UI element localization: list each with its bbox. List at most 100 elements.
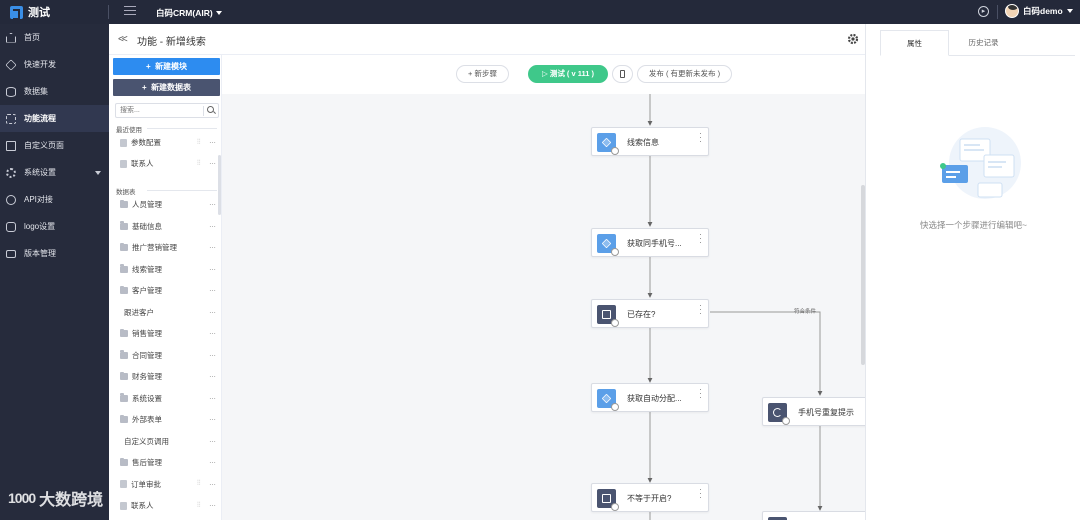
cube-icon <box>5 58 17 71</box>
more-icon[interactable]: ··· <box>209 436 216 446</box>
top-divider <box>108 5 109 19</box>
more-icon[interactable]: ··· <box>209 138 216 147</box>
chevron-down-icon <box>95 171 101 175</box>
more-icon[interactable]: ··· <box>209 159 216 168</box>
chevron-down-icon <box>215 11 222 15</box>
more-vertical-icon[interactable]: ··· <box>699 229 702 247</box>
list-item[interactable]: 联系人⫶⫶··· <box>109 495 219 516</box>
filter-sliders-icon[interactable]: ⫶⫶ <box>197 159 201 167</box>
more-icon[interactable]: ··· <box>209 264 216 274</box>
list-item-label: 订单审批 <box>131 479 161 489</box>
list-item[interactable]: 客户管理··· <box>109 280 219 301</box>
search-input[interactable] <box>116 104 196 117</box>
search-divider <box>203 106 204 116</box>
gear-icon[interactable] <box>847 33 859 45</box>
filter-sliders-icon[interactable]: ⫶⫶ <box>197 501 201 509</box>
tab-history[interactable]: 历史记录 <box>968 38 999 47</box>
more-vertical-icon[interactable]: ··· <box>699 128 702 146</box>
sidebar-item-logo-settings[interactable]: logo设置 <box>0 213 109 240</box>
publish-button[interactable]: 发布 ( 有更新未发布 ) <box>637 65 732 83</box>
sidebar-item-home[interactable]: 首页 <box>0 24 109 51</box>
sidebar-item-system-settings[interactable]: 系统设置 <box>0 159 109 186</box>
list-item[interactable]: 推广营销管理··· <box>109 237 219 258</box>
flow-node[interactable]: 禁止提交··· <box>762 511 865 520</box>
more-icon[interactable]: ··· <box>209 415 216 424</box>
sidebar-item-version[interactable]: 版本管理 <box>0 240 109 267</box>
list-item[interactable]: 销售管理 ··· <box>109 323 219 344</box>
folder-icon <box>120 242 128 251</box>
collapse-back-icon[interactable]: << <box>118 34 128 45</box>
flow-node[interactable]: 获取同手机号...··· <box>591 228 709 257</box>
logo-icon <box>6 221 16 232</box>
list-item[interactable]: 联系人⫶⫶··· <box>109 153 219 174</box>
test-button[interactable]: ▷ 测试 ( v 111 ) <box>528 65 608 83</box>
list-item[interactable]: 基础信息··· <box>109 216 219 237</box>
sidebar-item-api[interactable]: API对接 <box>0 186 109 213</box>
more-icon[interactable]: ··· <box>209 329 216 338</box>
folder-icon <box>120 221 128 230</box>
more-vertical-icon[interactable]: ··· <box>699 300 702 318</box>
app-selector[interactable]: 白码CRM(AIR) <box>156 7 222 19</box>
list-item[interactable]: 合同管理··· <box>109 345 219 366</box>
flow-canvas[interactable]: + 新步骤 ▷ 测试 ( v 111 ) 发布 ( 有更新未发布 ) <box>222 55 865 520</box>
scrollbar[interactable] <box>218 155 221 215</box>
list-item-label: 外部表单 <box>132 415 162 424</box>
more-icon[interactable]: ··· <box>209 286 216 295</box>
filter-sliders-icon[interactable]: ⫶⫶ <box>197 480 201 487</box>
list-item[interactable]: 参数配置⫶⫶··· <box>109 132 219 153</box>
more-icon[interactable]: ··· <box>209 221 216 231</box>
list-item[interactable]: 订单审批 ⫶⫶ ··· <box>109 474 219 495</box>
flow-node[interactable]: 已存在?··· <box>591 299 709 328</box>
sidebar-item-custom-page[interactable]: 自定义页面 <box>0 132 109 159</box>
empty-state-text: 快选择一个步骤进行编辑吧~ <box>920 220 1027 230</box>
more-icon[interactable]: ··· <box>209 458 216 467</box>
new-module-button[interactable]: + 新建模块 <box>113 58 220 75</box>
filter-sliders-icon[interactable]: ⫶⫶ <box>197 138 201 146</box>
more-icon[interactable]: ··· <box>209 307 216 317</box>
scrollbar[interactable] <box>861 185 865 365</box>
list-item[interactable]: 系统设置··· <box>109 388 219 409</box>
new-table-button[interactable]: + 新建数据表 <box>113 79 220 96</box>
list-item-label: 销售管理 <box>132 329 162 338</box>
flow-node[interactable]: 线索信息··· <box>591 127 709 156</box>
sidebar-item-dataset[interactable]: 数据集 <box>0 78 109 105</box>
mobile-preview-button[interactable] <box>612 65 633 83</box>
watermark-text: 大数跨境 <box>39 492 104 509</box>
list-item[interactable]: 人员管理··· <box>109 194 219 215</box>
list-item[interactable]: 自定义页调用 ··· <box>109 431 219 452</box>
app-name: 白码CRM(AIR) <box>156 8 213 18</box>
more-icon[interactable]: ··· <box>209 200 216 209</box>
flow-node[interactable]: 不等于开启?··· <box>591 483 709 512</box>
more-icon[interactable]: ··· <box>209 393 216 403</box>
watermark: 1000 大数跨境 <box>8 486 103 510</box>
search-icon[interactable] <box>207 106 214 113</box>
list-item[interactable]: 外部表单 ··· <box>109 409 219 430</box>
list-item[interactable]: 财务管理··· <box>109 366 219 387</box>
list-item[interactable]: 售后管理··· <box>109 452 219 473</box>
more-icon[interactable]: ··· <box>209 372 216 381</box>
cube-search-icon <box>597 133 619 155</box>
list-item[interactable]: 跟进客户··· <box>109 302 219 323</box>
top-divider <box>997 5 998 19</box>
more-icon[interactable]: ··· <box>209 501 216 510</box>
folder-icon <box>120 199 128 208</box>
more-vertical-icon[interactable]: ··· <box>699 384 702 402</box>
more-icon[interactable]: ··· <box>209 479 216 489</box>
flow-node[interactable]: 手机号重复提示··· <box>762 397 865 426</box>
flow-node[interactable]: 获取自动分配...··· <box>591 383 709 412</box>
brand[interactable]: 测试 <box>10 4 50 20</box>
list-item[interactable]: 线索管理 ··· <box>109 259 219 280</box>
sidebar-item-quick-dev[interactable]: 快速开发 <box>0 51 109 78</box>
add-step-button[interactable]: + 新步骤 <box>456 65 509 83</box>
more-vertical-icon[interactable]: ··· <box>699 484 702 502</box>
play-circle-icon[interactable]: ▸ <box>978 6 989 17</box>
tab-properties[interactable]: 属性 <box>880 30 949 56</box>
cube-search-icon <box>597 389 619 411</box>
user-menu[interactable]: 白码demo <box>1005 4 1073 18</box>
menu-toggle-icon[interactable] <box>124 6 136 17</box>
more-icon[interactable]: ··· <box>209 243 216 252</box>
sidebar-item-function-flow[interactable]: 功能流程 <box>0 105 109 132</box>
more-icon[interactable]: ··· <box>209 350 216 360</box>
list-item-label: 自定义页调用 <box>124 436 169 446</box>
list-item-label: 线索管理 <box>132 264 162 274</box>
